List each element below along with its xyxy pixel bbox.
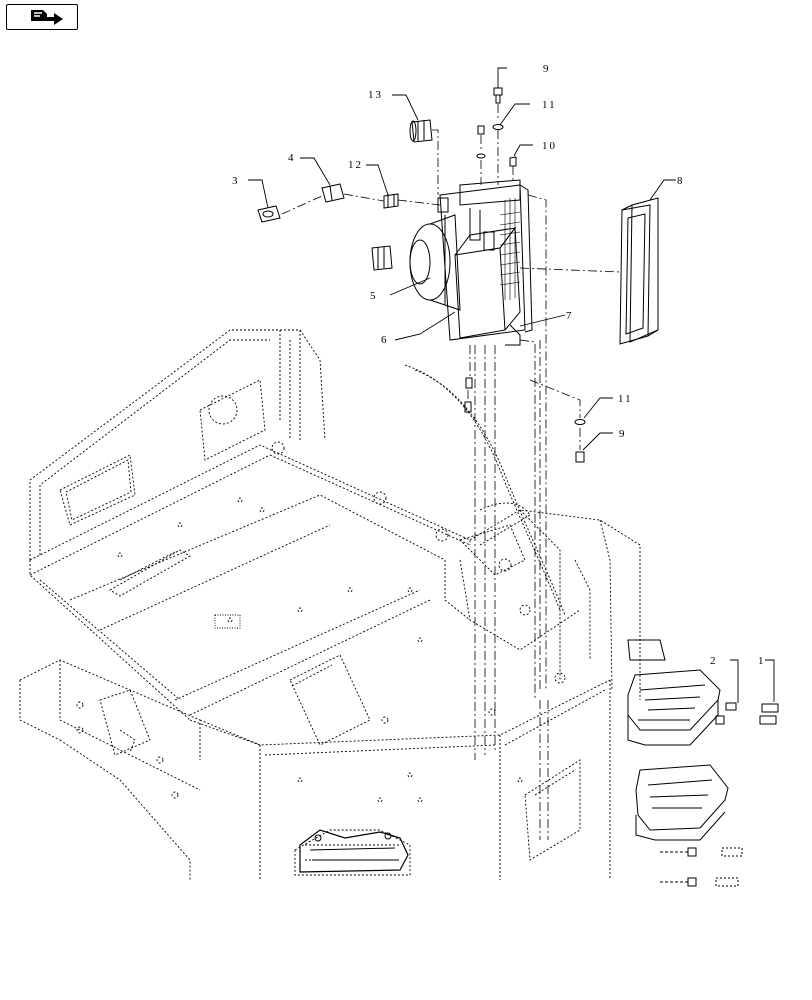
right-fasteners — [574, 419, 586, 463]
step-bolts — [660, 702, 779, 887]
filter-frame — [619, 197, 659, 345]
heater-fan-assembly — [409, 179, 533, 346]
callout-9-top: 9 — [543, 63, 551, 75]
callout-12: 12 — [348, 159, 363, 171]
callout-labels: 1 2 3 4 5 6 7 8 9 9 10 11 11 12 13 — [232, 63, 766, 667]
part-4 — [321, 183, 345, 203]
callout-3: 3 — [232, 175, 240, 187]
leader-lines — [248, 67, 775, 703]
cab-body — [19, 329, 641, 880]
centerlines — [281, 104, 621, 840]
callout-13: 13 — [368, 89, 383, 101]
callout-8: 8 — [677, 175, 685, 187]
part-13 — [409, 119, 433, 143]
part-3 — [257, 205, 281, 223]
footstep-front — [299, 829, 409, 873]
book-arrow-icon — [31, 10, 63, 25]
top-fasteners — [464, 87, 517, 413]
callout-4: 4 — [288, 152, 296, 164]
callout-11-top: 11 — [542, 99, 557, 111]
nav-back-button[interactable] — [6, 4, 78, 30]
callout-2: 2 — [710, 655, 718, 667]
callout-9-right: 9 — [619, 428, 627, 440]
callout-5: 5 — [370, 290, 378, 302]
callout-1: 1 — [758, 655, 766, 667]
part-12 — [383, 193, 399, 209]
callout-10: 10 — [542, 140, 557, 152]
footstep-upper — [627, 639, 721, 746]
callout-11-right: 11 — [618, 393, 633, 405]
part-spare-fitting — [371, 245, 393, 271]
callout-7: 7 — [566, 310, 574, 322]
footstep-lower — [635, 764, 729, 841]
callout-6: 6 — [381, 334, 389, 346]
